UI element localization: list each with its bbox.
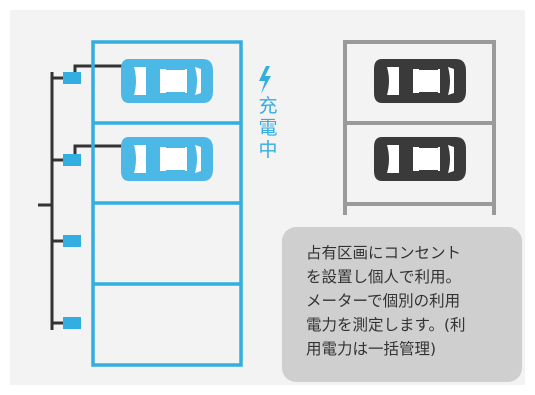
- ev-car-icon: [121, 137, 213, 181]
- charging-char: 充: [258, 95, 278, 117]
- outlets: [63, 72, 81, 329]
- charge-cable-1: [73, 64, 122, 72]
- lightning-bolt-icon: [259, 66, 271, 94]
- power-outlet-icon: [63, 317, 81, 329]
- note-line: を設置し個人で利用。: [306, 268, 462, 286]
- note-line: 占有区画にコンセント: [306, 244, 462, 262]
- charge-cable-2: [73, 144, 122, 154]
- charging-char: 中: [258, 139, 278, 161]
- charging-char: 電: [258, 117, 278, 139]
- car-icon: [374, 59, 466, 103]
- note-line: メーターで個別の利用: [306, 292, 461, 310]
- power-outlet-icon: [63, 154, 81, 166]
- charging-label: 充 電 中: [257, 95, 279, 161]
- car-icon: [374, 137, 466, 181]
- wiring: [38, 64, 122, 330]
- ev-car-icon: [121, 59, 213, 103]
- note-line: 用電力は一括管理): [306, 340, 437, 358]
- power-outlet-icon: [63, 235, 81, 247]
- note-line: 電力を測定します。(利: [306, 316, 466, 334]
- power-outlet-icon: [63, 72, 81, 84]
- ev-parking-rack: [91, 40, 243, 367]
- regular-parking-rack: [343, 40, 496, 215]
- note-box: 占有区画にコンセント を設置し個人で利用。 メーターで個別の利用 電力を測定しま…: [282, 227, 522, 382]
